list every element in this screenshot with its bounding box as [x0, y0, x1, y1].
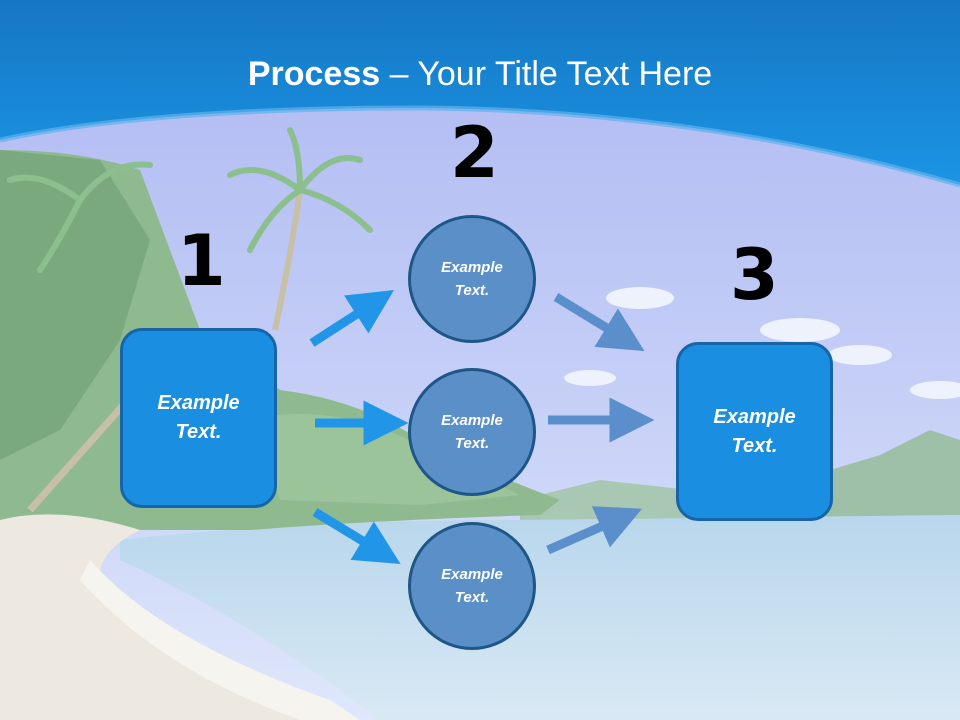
step-1-box[interactable]: Example Text.: [120, 328, 277, 508]
step-3-box[interactable]: Example Text.: [676, 342, 833, 521]
step-3-box-line1: Example: [713, 405, 796, 428]
circle-top-line2: Text.: [454, 282, 490, 299]
arrow-box1-to-top: [309, 290, 395, 347]
step-number-2: 2: [450, 112, 499, 194]
circle-middle-line1: Example: [441, 412, 503, 429]
step-1-box-line1: Example: [157, 392, 240, 414]
arrow-box1-to-bottom: [312, 508, 401, 565]
circle-top-line1: Example: [441, 259, 503, 276]
arrow-top-to-box3: [553, 293, 645, 352]
step-2-circle-bottom[interactable]: Example Text.: [408, 522, 536, 650]
circle-bottom-line2: Text.: [454, 589, 490, 606]
circle-middle-line2: Text.: [454, 435, 490, 452]
step-3-box-line2: Text.: [731, 434, 778, 457]
step-2-circle-middle[interactable]: Example Text.: [408, 368, 536, 496]
step-1-box-line2: Text.: [175, 421, 222, 443]
step-number-3: 3: [730, 234, 779, 316]
slide-title: Process – Your Title Text Here: [0, 52, 960, 96]
step-number-1: 1: [177, 220, 226, 302]
title-bold: Process: [247, 55, 381, 93]
arrow-bottom-to-box3: [546, 506, 643, 555]
title-rest: – Your Title Text Here: [380, 55, 713, 93]
step-2-circle-top[interactable]: Example Text.: [408, 215, 536, 343]
circle-bottom-line1: Example: [441, 566, 503, 583]
